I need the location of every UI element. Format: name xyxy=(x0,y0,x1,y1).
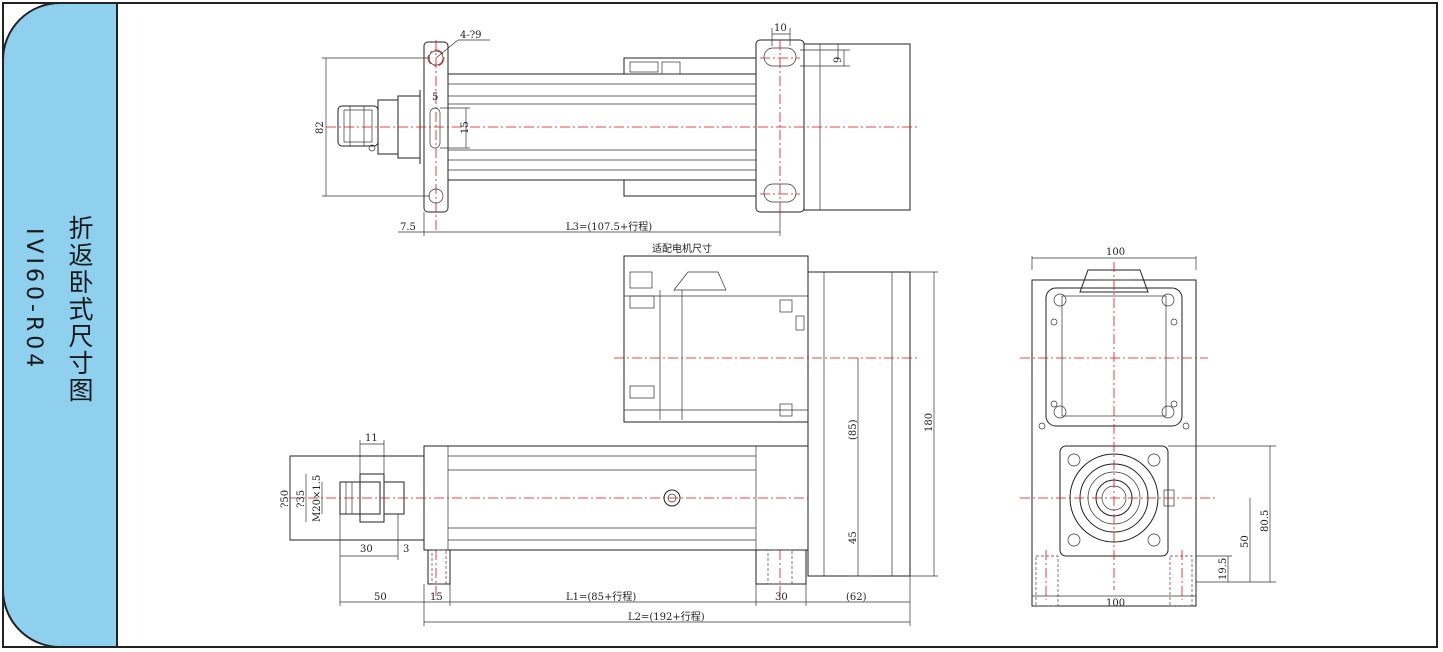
dim-end-50: 50 xyxy=(1240,535,1251,548)
dim-l1: L1=(85+行程) xyxy=(566,590,636,603)
side-view: 适配电机尺寸 xyxy=(280,242,938,626)
dim-end-80-5: 80.5 xyxy=(1260,510,1271,532)
dim-side-30b: 30 xyxy=(775,592,788,603)
hole-callout: 4-?9 xyxy=(460,30,481,41)
dim-side-15: 15 xyxy=(430,592,443,603)
dim-top-15: 15 xyxy=(460,121,471,134)
dim-l3: L3=(107.5+行程) xyxy=(566,220,652,233)
dim-side-dia50: ?50 xyxy=(280,490,291,508)
dim-side-30: 30 xyxy=(360,544,373,555)
dim-l2: L2=(192+行程) xyxy=(628,610,705,623)
dim-side-thread: M20×1.5 xyxy=(312,475,323,522)
dim-side-11: 11 xyxy=(365,433,378,444)
dim-side-62: (62) xyxy=(846,592,867,603)
dim-side-dia35: ?35 xyxy=(296,490,307,508)
model-code: IVI60-R04 xyxy=(21,228,46,372)
motor-label: 适配电机尺寸 xyxy=(652,242,712,255)
dim-top-5: 5 xyxy=(432,92,438,103)
dim-side-85: (85) xyxy=(848,419,859,440)
dim-top-9: 9 xyxy=(833,57,844,63)
dim-side-180: 180 xyxy=(924,413,935,432)
dim-side-45: 45 xyxy=(848,531,859,544)
dim-side-50: 50 xyxy=(374,592,387,603)
dim-top-7-5: 7.5 xyxy=(400,222,416,233)
end-view: 100 xyxy=(1020,247,1276,609)
drawing-title: 折返卧式尺寸图 xyxy=(65,215,94,404)
dim-top-10: 10 xyxy=(774,23,787,34)
dim-end-19-5: 19.5 xyxy=(1218,558,1229,580)
dim-end-100-top: 100 xyxy=(1106,247,1125,258)
dim-side-3: 3 xyxy=(403,544,409,555)
dim-top-82: 82 xyxy=(315,121,326,134)
side-tab xyxy=(2,2,118,648)
dim-end-100-bottom: 100 xyxy=(1106,598,1125,609)
top-view: 4-?9 10 9 5 15 82 7.5 L3=(107.5+行程) xyxy=(315,23,918,236)
